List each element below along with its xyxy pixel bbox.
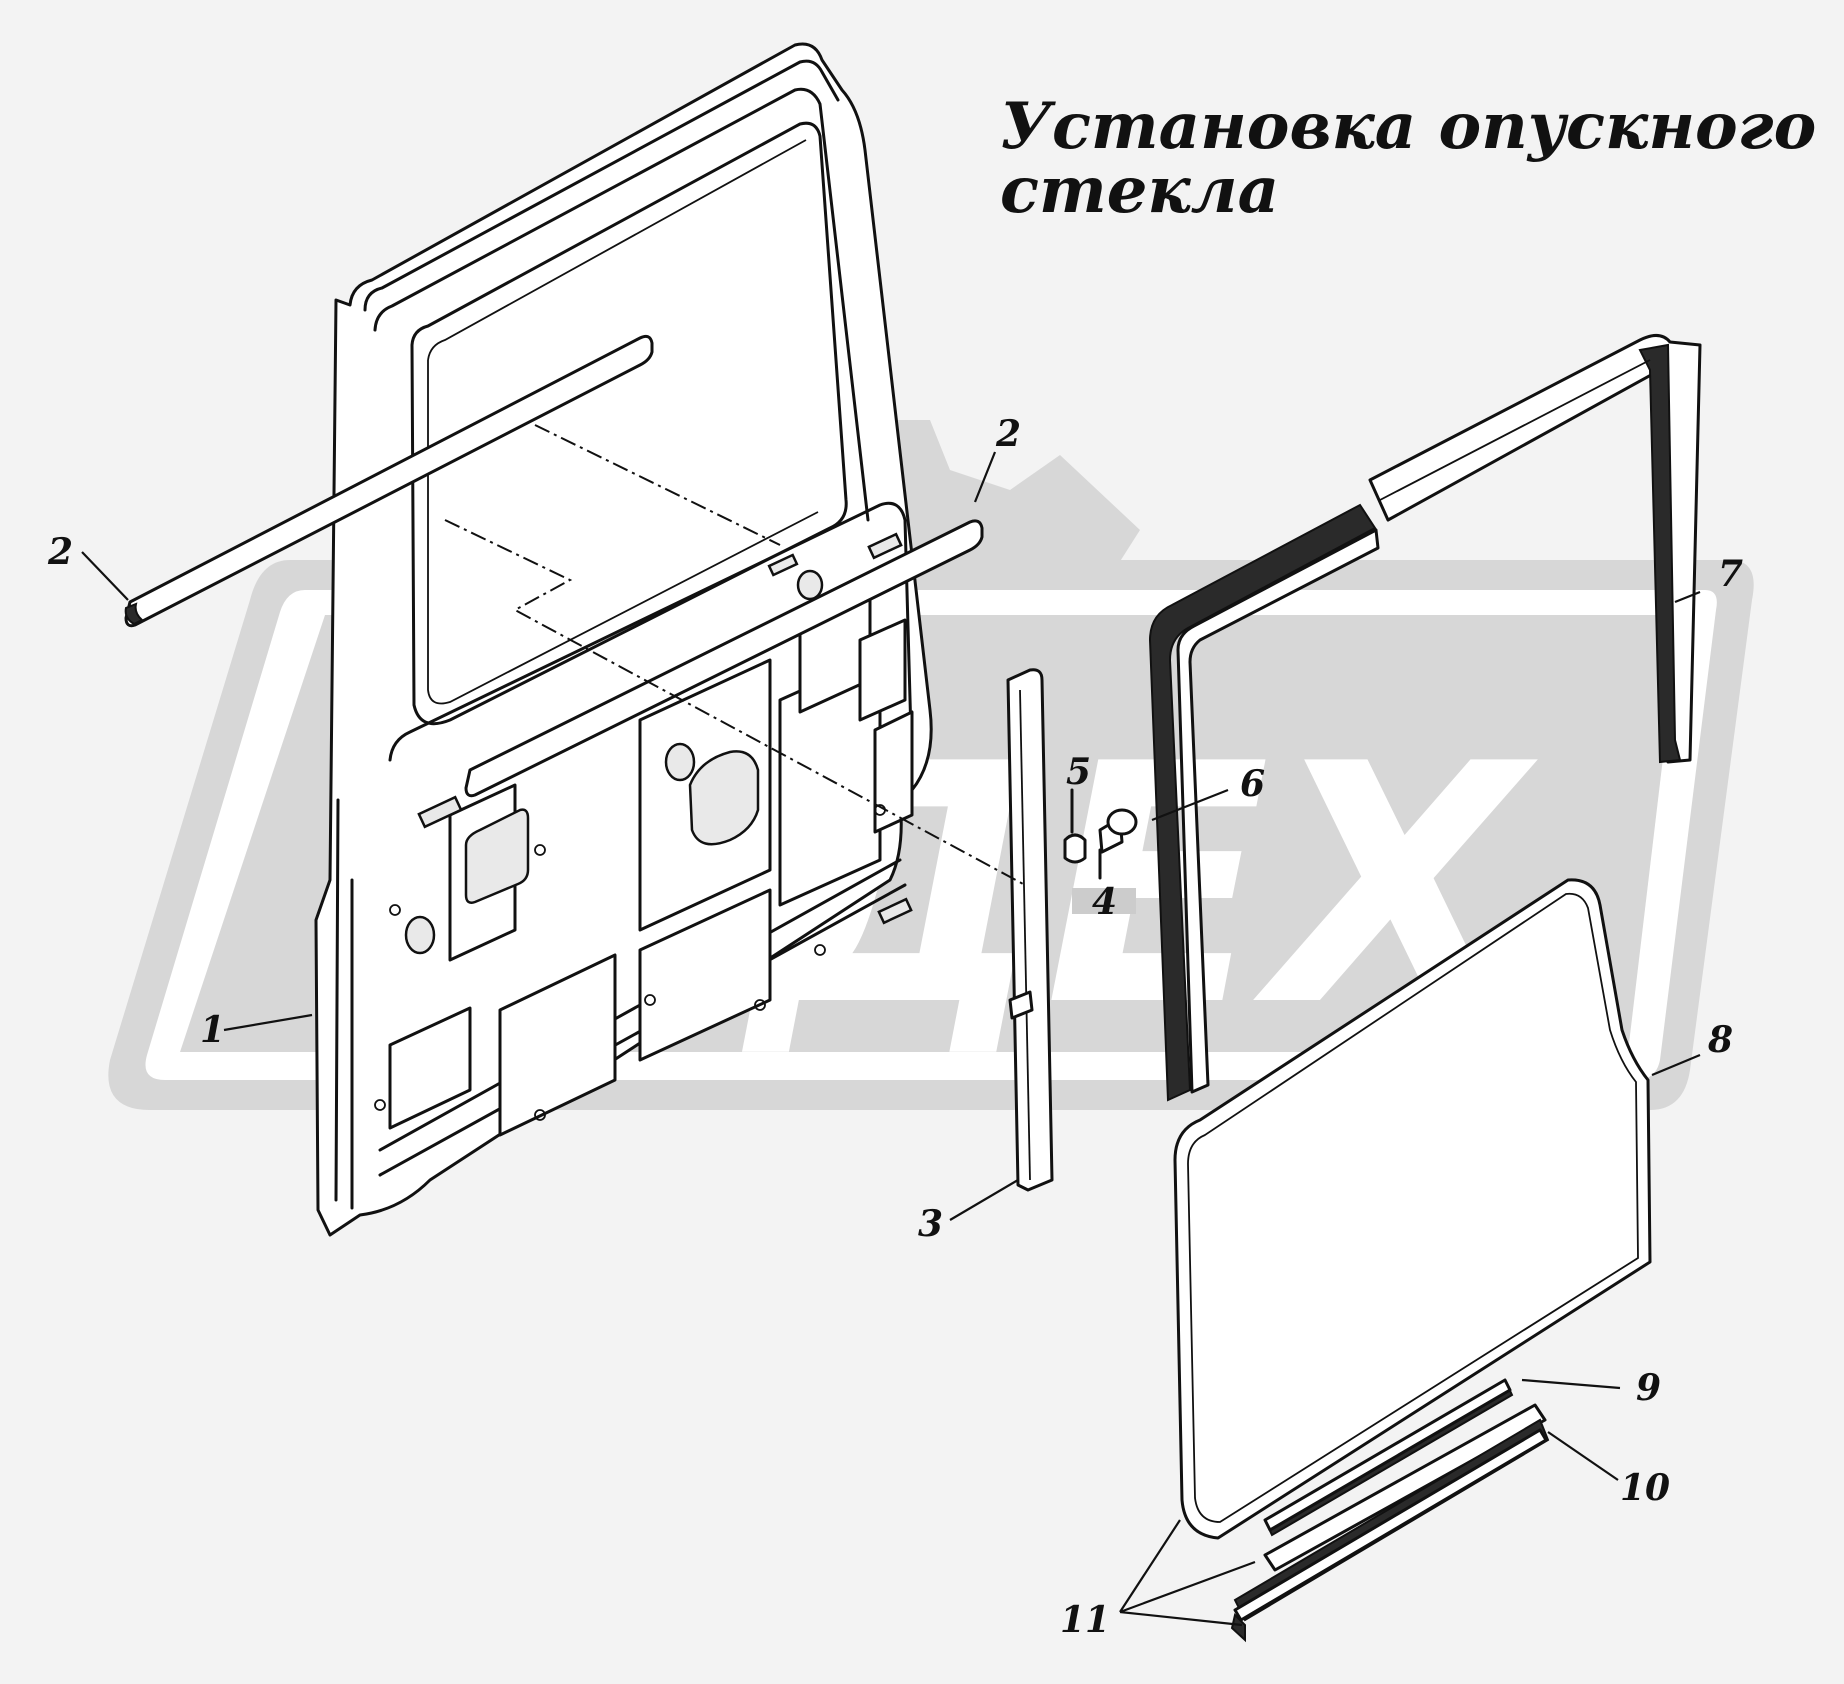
callout-2-right: 2: [995, 413, 1021, 455]
callout-7: 7: [1718, 553, 1743, 595]
window-run-channel: [1148, 334, 1702, 1102]
callout-8: 8: [1707, 1019, 1733, 1061]
callout-11: 11: [1060, 1599, 1110, 1641]
callout-10: 10: [1620, 1467, 1670, 1509]
lower-channels: [1230, 1378, 1550, 1643]
callout-2-left: 2: [47, 531, 73, 573]
fasteners: [1063, 788, 1138, 914]
title-line-2: стекла: [1000, 153, 1279, 228]
callout-5: 5: [1066, 751, 1091, 793]
title-line-1: Установка опускного: [1000, 89, 1816, 164]
callout-9: 9: [1636, 1367, 1661, 1409]
door-frame: [314, 42, 933, 1237]
glass-channel-strips: [124, 334, 984, 798]
assembly-lines: [444, 424, 1026, 886]
callout-3: 3: [918, 1203, 943, 1245]
vertical-guide: [1006, 668, 1054, 1192]
glass-pane: [1173, 878, 1652, 1540]
leader-lines: [81, 451, 1701, 1627]
callout-1: 1: [200, 1009, 225, 1051]
callout-4: 4: [1092, 881, 1117, 923]
callout-6: 6: [1240, 763, 1265, 805]
